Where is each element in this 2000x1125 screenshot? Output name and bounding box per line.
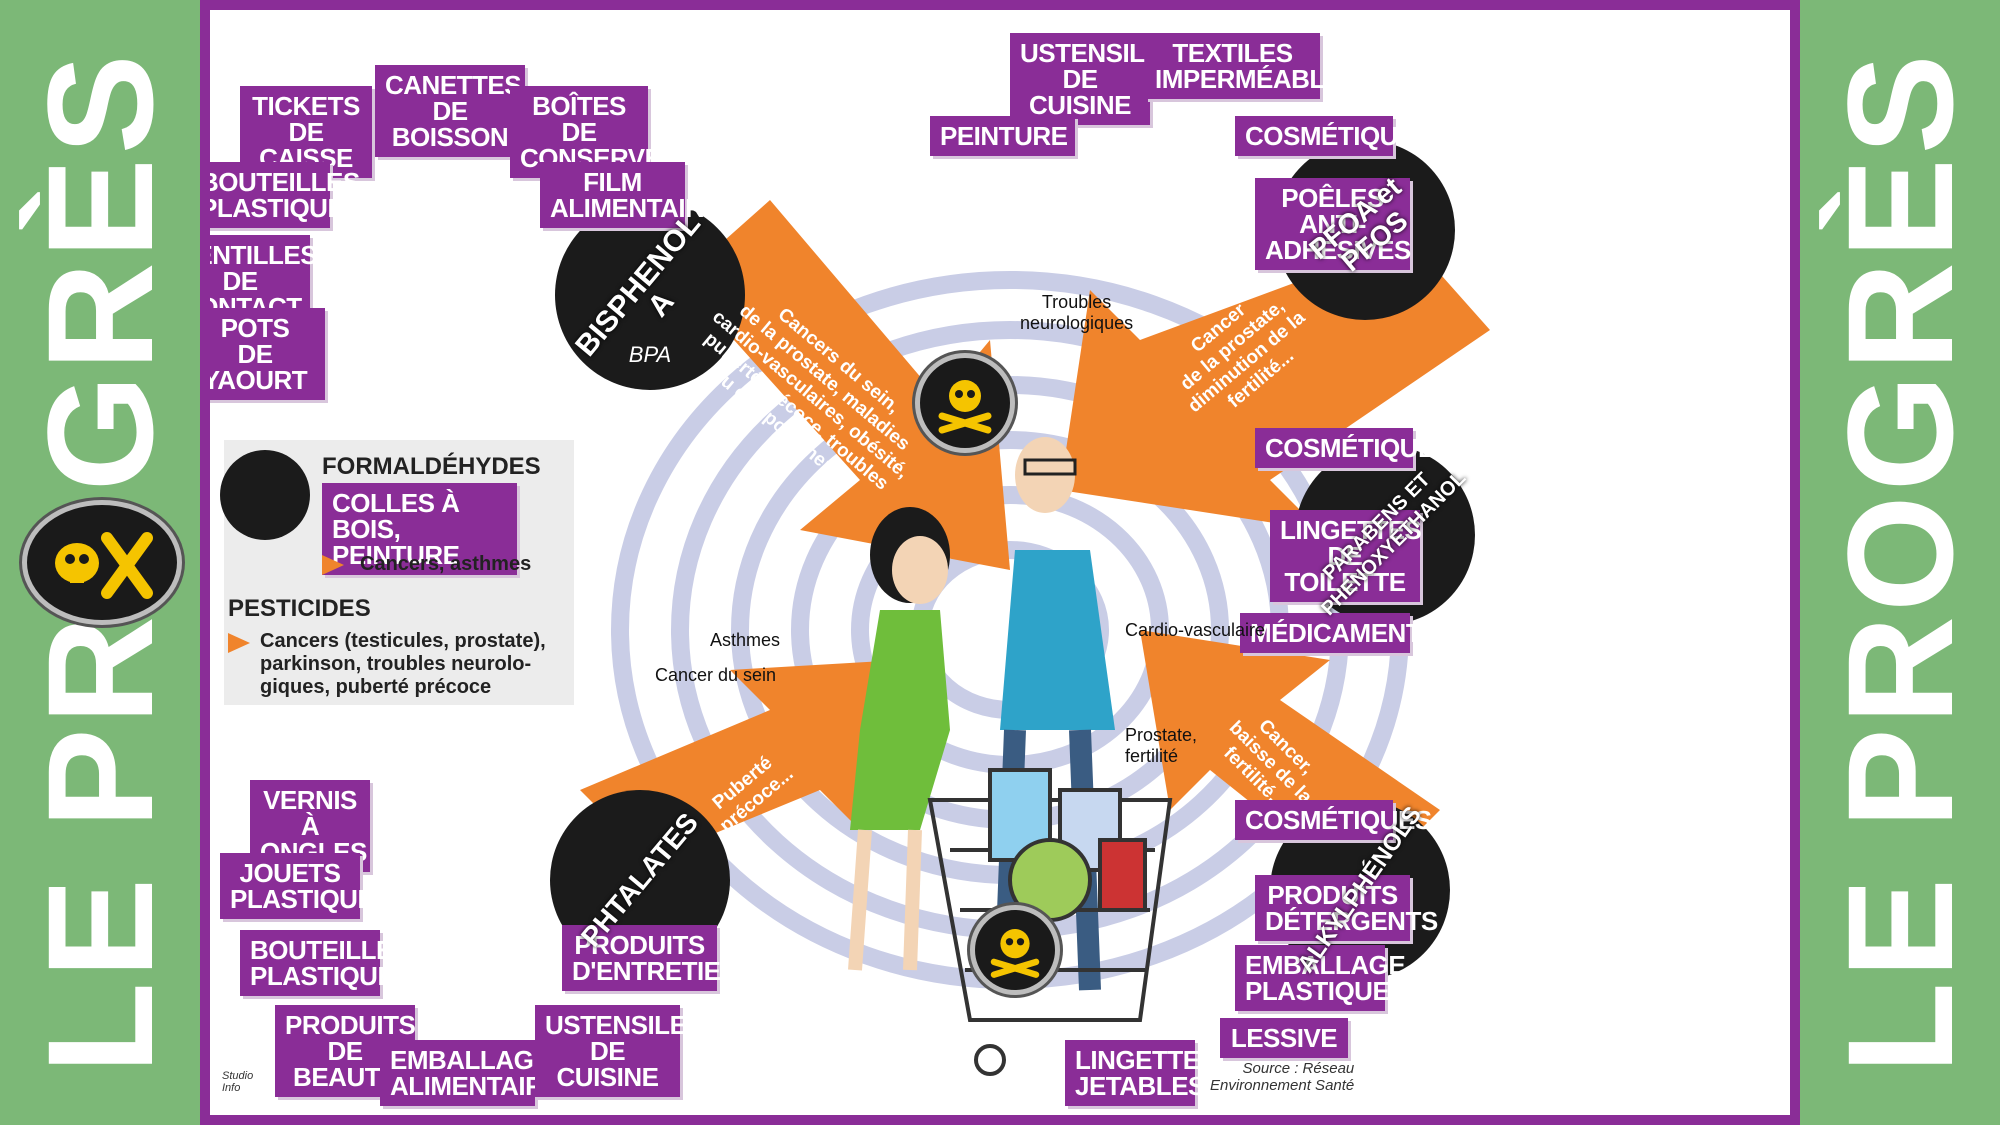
tag-emballage-plast: EMBALLAGE PLASTIQUE [1235,945,1406,1011]
skull-warning-icon [970,905,1060,995]
tag-textiles: TEXTILES IMPERMÉABLES [1145,33,1359,99]
orange-arrow-icon [228,633,250,653]
pesticides-effect: Cancers (testicules, prostate), parkinso… [260,630,546,698]
skull-warning-icon [22,500,182,625]
label-asthmes: Asthmes [710,630,781,650]
tag-lingettes-jetables: LINGETTES JETABLES [1065,1040,1217,1106]
tag-bouteilles-1: BOUTEILLES PLASTIQUE [210,162,360,228]
right-brand-text: LE PROGRÈS [1816,50,1984,1074]
tag-peinture: PEINTURE [930,116,1075,156]
tag-lingettes-toilette: LINGETTES DE TOILETTE [1270,510,1422,602]
tag-cosmetiques-3: COSMÉTIQUES [1235,800,1432,840]
credit-note: Studio Info [222,1070,254,1094]
tag-colles: COLLES À BOIS, PEINTURE [322,483,517,575]
tag-lessive: LESSIVE [1220,1018,1348,1058]
source-note: Source : Réseau Environnement Santé [1210,1060,1355,1094]
pesticides-title: PESTICIDES [228,595,371,622]
tag-cosmetiques-2: COSMÉTIQUES [1255,428,1452,468]
tag-film: FILM ALIMENTAIRE [540,162,721,228]
tag-canettes: CANETTES DE BOISSON [375,65,525,157]
tag-emballage-alim: EMBALLAGE ALIMENTAIRE [380,1040,561,1106]
shopping-cart [927,768,1173,1076]
badge-bpa: BISPHENOL A BPA [555,200,745,390]
infographic-panel: BISPHENOL A BPA PFOA et PFOS PARABENS ET… [210,10,1790,1115]
tag-poeles: POÊLES ANTI- ADHÉSIVES [1255,178,1411,270]
tag-jouets: JOUETS PLASTIQUE [220,853,375,919]
label-sein: Cancer du sein [655,665,777,685]
tag-ustensiles-1: USTENSILES DE CUISINE [1010,33,1179,125]
left-brand-bar: LE PROGRÈS [0,0,200,1125]
skull-warning-icon [915,353,1015,453]
formaldehydes-effect: Cancers, asthmes [360,553,532,575]
tag-pots: POTS DE YAOURT [210,308,325,400]
right-brand-bar: LE PROGRÈS [1800,0,2000,1125]
tag-produits-detergents: PRODUITS DÉTERGENTS [1255,875,1438,941]
formaldehyde-molecule-icon [220,450,310,540]
label-neuro: Troubles neurologiques [1020,292,1134,333]
orange-arrow-icon [322,555,344,575]
tag-bouteilles-2: BOUTEILLES PLASTIQUE [240,930,410,996]
tag-produits-entretien: PRODUITS D'ENTRETIEN [562,925,739,991]
tag-medicaments: MÉDICAMENTS [1240,613,1439,653]
label-cardio: Cardio-vasculaire [1125,620,1266,640]
badge-bpa-sub: BPA [628,342,672,367]
arrow-bpa [680,200,1010,570]
tag-ustensiles-2: USTENSILES DE CUISINE [535,1005,704,1097]
label-prostate: Prostate, fertilité [1125,725,1198,766]
formaldehydes-title: FORMALDÉHYDES [322,453,541,480]
tag-cosmetiques-1: COSMÉTIQUES [1235,116,1432,156]
woman-figure [848,507,950,971]
